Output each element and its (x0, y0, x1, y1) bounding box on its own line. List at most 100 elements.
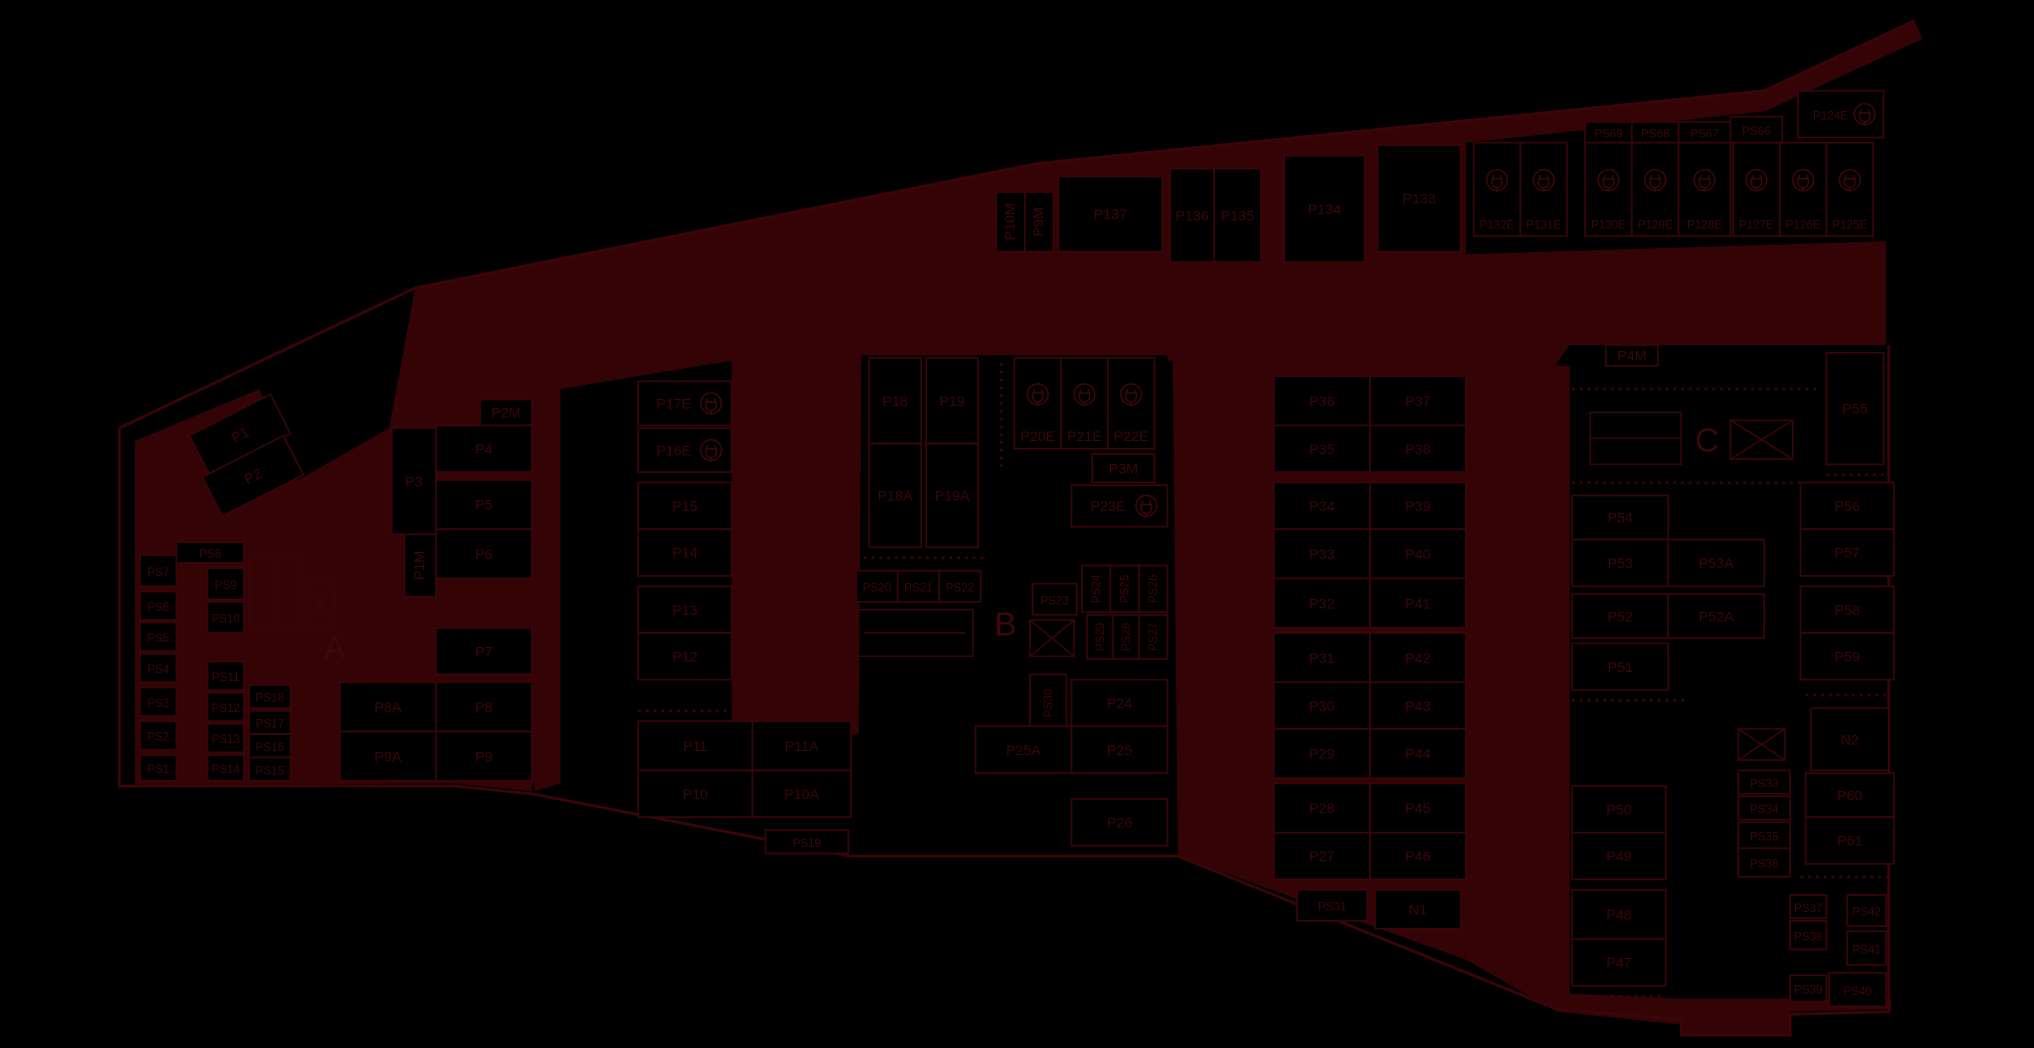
parking-space-p38[interactable]: P38 (1368, 424, 1467, 473)
parking-space-p25a[interactable]: P25A (974, 725, 1073, 774)
space-outline[interactable] (248, 709, 292, 735)
space-outline[interactable] (206, 722, 245, 754)
parking-space-p42[interactable]: P42 (1368, 632, 1467, 684)
parking-space-ps19[interactable]: PS19 (764, 829, 850, 855)
space-outline[interactable] (1368, 528, 1467, 580)
space-outline[interactable] (1571, 888, 1667, 940)
space-outline[interactable] (1273, 632, 1371, 684)
space-outline[interactable] (974, 725, 1073, 774)
space-outline[interactable] (896, 569, 941, 603)
space-outline[interactable] (1799, 528, 1895, 577)
parking-space-ps31[interactable]: PS31 (1296, 888, 1369, 922)
parking-space-p129e[interactable]: P129E (1631, 141, 1680, 237)
space-outline[interactable] (1029, 673, 1068, 733)
space-outline[interactable] (1799, 481, 1895, 531)
space-outline[interactable] (637, 632, 733, 681)
parking-space-p51[interactable]: P51 (1571, 642, 1670, 691)
parking-space-p20e[interactable]: P20E (1013, 357, 1062, 450)
space-outline[interactable] (1810, 707, 1890, 772)
space-outline[interactable] (1368, 424, 1467, 473)
space-outline[interactable] (995, 191, 1026, 253)
parking-space-p4[interactable]: P4 (435, 424, 533, 473)
space-outline[interactable] (339, 681, 437, 733)
parking-space-ps3[interactable]: PS3 (139, 686, 178, 717)
parking-space-ps2[interactable]: PS2 (139, 720, 178, 751)
parking-space-p1m[interactable]: P1M (403, 533, 437, 598)
space-outline[interactable] (868, 442, 922, 549)
parking-space-p10m[interactable]: P10M (995, 191, 1026, 253)
parking-space-p8a[interactable]: P8A (339, 681, 437, 733)
space-outline[interactable] (1737, 821, 1791, 850)
parking-space-ps12[interactable]: PS12 (206, 691, 245, 722)
space-outline[interactable] (1081, 564, 1112, 614)
parking-space-p134[interactable]: P134 (1283, 154, 1366, 263)
parking-space-ps13[interactable]: PS13 (206, 722, 245, 754)
parking-space-p32[interactable]: P32 (1273, 577, 1371, 629)
parking-space-p30[interactable]: P30 (1273, 681, 1371, 730)
parking-space-ps33[interactable]: PS33 (1737, 769, 1791, 795)
parking-space-p44[interactable]: P44 (1368, 728, 1467, 780)
space-outline[interactable] (637, 427, 733, 473)
parking-space-p23e[interactable]: P23E (1070, 484, 1169, 528)
parking-space-p28[interactable]: P28 (1273, 782, 1371, 834)
space-outline[interactable] (1799, 585, 1895, 634)
parking-space-p43[interactable]: P43 (1368, 681, 1467, 730)
parking-space-p49[interactable]: P49 (1571, 831, 1667, 881)
space-outline[interactable] (1571, 642, 1670, 691)
parking-space-p48[interactable]: P48 (1571, 888, 1667, 940)
parking-space-ps69[interactable]: PS69 (1584, 121, 1633, 144)
parking-space-p137[interactable]: P137 (1057, 175, 1164, 253)
space-outline[interactable] (751, 769, 852, 818)
space-outline[interactable] (1109, 564, 1140, 614)
parking-space-p9a[interactable]: P9A (339, 730, 437, 782)
parking-space-ps22[interactable]: PS22 (938, 569, 982, 603)
parking-space-p3[interactable]: P3 (390, 427, 437, 536)
space-outline[interactable] (139, 554, 178, 588)
space-outline[interactable] (925, 357, 979, 445)
parking-space-p53[interactable]: P53 (1571, 538, 1670, 588)
parking-space-p29[interactable]: P29 (1273, 728, 1371, 780)
parking-space-p10a[interactable]: P10A (751, 769, 852, 818)
space-outline[interactable] (1273, 481, 1371, 531)
space-outline[interactable] (1368, 632, 1467, 684)
parking-space-p61[interactable]: P61 (1804, 816, 1895, 865)
parking-space-ps28[interactable]: PS28 (1112, 613, 1140, 660)
parking-space-ps67[interactable]: PS67 (1677, 121, 1732, 144)
parking-space-p10[interactable]: P10 (637, 769, 754, 818)
space-outline[interactable] (637, 481, 733, 531)
parking-space-p52[interactable]: P52 (1571, 593, 1670, 639)
parking-space-ps18[interactable]: PS18 (248, 683, 292, 710)
space-outline[interactable] (855, 569, 899, 603)
parking-space-n1[interactable]: N1 (1374, 888, 1462, 930)
parking-space-ps30[interactable]: PS30 (1029, 673, 1068, 733)
space-outline[interactable] (403, 533, 437, 598)
parking-space-p14[interactable]: P14 (637, 528, 733, 577)
parking-space-p35[interactable]: P35 (1273, 424, 1371, 473)
space-outline[interactable] (1368, 577, 1467, 629)
parking-space-ps29[interactable]: PS29 (1086, 613, 1114, 660)
parking-space-ps40[interactable]: PS40 (1828, 971, 1887, 1008)
parking-space-ps37[interactable]: PS37 (1789, 894, 1828, 920)
space-outline[interactable] (1070, 725, 1169, 774)
space-outline[interactable] (1273, 577, 1371, 629)
space-outline[interactable] (1804, 816, 1895, 865)
space-outline[interactable] (1667, 538, 1766, 588)
space-outline[interactable] (1374, 888, 1462, 930)
parking-space-p7[interactable]: P7 (435, 626, 533, 676)
parking-space-p39[interactable]: P39 (1368, 481, 1467, 531)
space-outline[interactable] (1368, 375, 1467, 427)
space-outline[interactable] (1296, 888, 1369, 922)
space-outline[interactable] (1112, 613, 1140, 660)
space-outline[interactable] (390, 427, 437, 536)
space-outline[interactable] (1729, 115, 1784, 144)
space-outline[interactable] (637, 585, 733, 634)
parking-space-p26[interactable]: P26 (1070, 798, 1169, 847)
space-outline[interactable] (1846, 930, 1887, 966)
space-outline[interactable] (1571, 538, 1670, 588)
parking-space-p22e[interactable]: P22E (1106, 357, 1156, 450)
parking-space-p9[interactable]: P9 (435, 730, 533, 782)
space-outline[interactable] (206, 600, 245, 634)
parking-space-p55[interactable]: P55 (1825, 351, 1885, 466)
space-outline[interactable] (1023, 191, 1055, 253)
space-outline[interactable] (1031, 582, 1078, 616)
